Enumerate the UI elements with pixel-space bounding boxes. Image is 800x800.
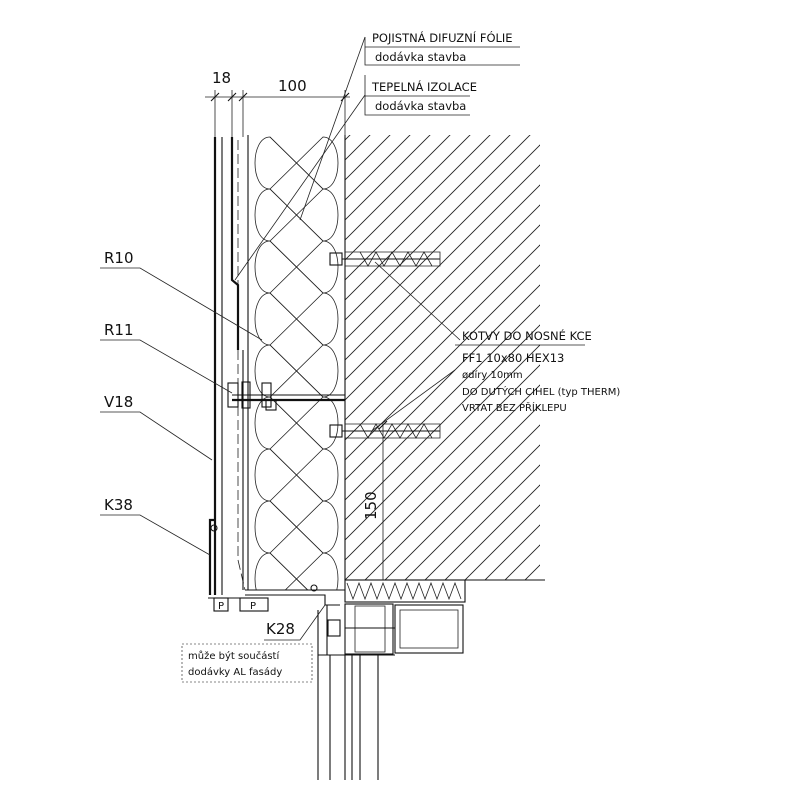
note-foil: POJISTNÁ DIFUZNÍ FÓLIE dodávka stavba [365,30,520,64]
svg-text:P: P [218,601,224,612]
note-anchors-line1: FF1 10x80 HEX13 [462,351,564,365]
label-r11: R11 [104,321,134,339]
note-k28: může být součástí dodávky AL fasády [181,643,313,683]
dimension-anchor-spacing: 150 [362,420,388,580]
facade-panel [208,137,240,599]
note-anchors-line3: DO DUTÝCH CIHEL (typ THERM) [462,385,620,398]
wall-anchor-lower [329,423,441,439]
leader-lines [100,36,585,641]
note-insulation-sub: dodávka stavba [375,99,466,113]
window-frame-profile [317,603,464,780]
note-insulation-title: TEPELNÁ IZOLACE [371,79,477,94]
note-anchors: KOTVY DO NOSNÉ KCE FF1 10x80 HEX13 ødíry… [462,328,620,414]
dimension-insulation-label: 100 [278,77,307,95]
note-anchors-title: KOTVY DO NOSNÉ KCE [462,328,592,343]
label-v18: V18 [104,393,133,411]
lintel-insulation-strip [344,579,466,603]
masonry-wall [344,135,545,581]
note-k28-line2: dodávky AL fasády [188,666,282,678]
diffusion-foil [237,140,246,591]
note-foil-title: POJISTNÁ DIFUZNÍ FÓLIE [372,30,513,45]
tag-p-left: P [213,597,229,612]
label-k28: K28 [266,620,295,638]
tag-p-right: P [239,597,269,612]
bottom-closing-profile [208,518,345,606]
wall-bracket [227,381,345,411]
label-r10: R10 [104,249,134,267]
dimension-panel-label: 18 [212,69,231,87]
dimension-panel: 18 100 [205,69,350,137]
dimension-anchor-label: 150 [362,491,380,520]
wall-anchor-upper [329,251,441,267]
svg-text:P: P [250,601,256,612]
note-anchors-line2: ødíry 10mm [462,369,523,381]
label-k38: K38 [104,496,133,514]
vertical-rail-profile [230,137,244,590]
note-foil-sub: dodávka stavba [375,50,466,64]
thermal-insulation [247,135,339,590]
note-k28-line1: může být součástí [188,650,280,662]
note-anchors-line4: VRTAT BEZ PŘÍKLEPU [462,401,567,414]
note-insulation: TEPELNÁ IZOLACE dodávka stavba [365,79,477,113]
